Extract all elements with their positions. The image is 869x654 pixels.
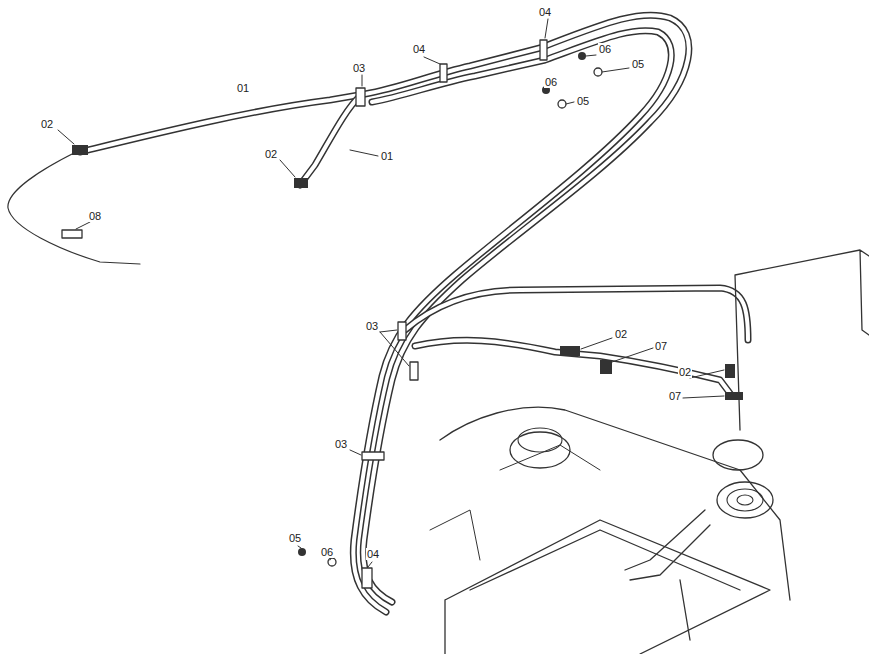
callout-number: 03 (352, 62, 366, 74)
callout-number: 05 (288, 532, 302, 544)
illustration-part (727, 489, 763, 511)
illustration-part (594, 68, 602, 76)
illustration-part (405, 288, 748, 340)
illustration-part (558, 100, 566, 108)
illustration-part (300, 96, 360, 185)
illustration-part (440, 64, 447, 82)
illustration-part (58, 19, 724, 567)
illustration-part (362, 568, 372, 588)
callout-number: 04 (412, 43, 426, 55)
callout-number: 07 (654, 340, 668, 352)
callout-number: 01 (236, 82, 250, 94)
callout-number: 06 (598, 43, 612, 55)
callout-number: 04 (538, 6, 552, 18)
illustration-part (725, 364, 735, 378)
illustration-part (540, 40, 547, 60)
illustration-part (80, 15, 689, 602)
illustration-part (410, 362, 418, 380)
callout-number: 03 (365, 320, 379, 332)
illustration-part (735, 250, 869, 430)
illustration-part (294, 178, 308, 188)
callout-number: 02 (40, 118, 54, 130)
illustration-part (445, 520, 770, 654)
callout-number: 06 (544, 76, 558, 88)
callout-number: 02 (264, 148, 278, 160)
illustration-part (328, 558, 336, 566)
illustration-part (353, 31, 671, 612)
illustration-part (298, 548, 306, 556)
illustration-part (415, 340, 732, 396)
illustration-part (405, 288, 748, 340)
callout-number: 05 (631, 58, 645, 70)
illustration-part (578, 52, 586, 60)
illustration-part (80, 15, 689, 602)
illustration-part (600, 360, 612, 374)
illustration-part (440, 407, 790, 600)
callout-number: 02 (614, 328, 628, 340)
illustration-part (300, 96, 360, 185)
illustration-part (737, 495, 753, 505)
callout-number: 08 (88, 210, 102, 222)
callout-number: 03 (334, 438, 348, 450)
illustration-part (680, 580, 690, 640)
illustration-part (398, 322, 406, 340)
illustration-part (717, 482, 773, 518)
callout-number: 02 (678, 366, 692, 378)
illustration-part (8, 15, 869, 654)
illustration-part (8, 152, 140, 264)
illustration-part (362, 452, 384, 460)
callout-number: 04 (366, 548, 380, 560)
illustration-part (353, 31, 671, 612)
illustration-part (415, 340, 732, 396)
illustration-part (430, 445, 600, 560)
callout-number: 05 (576, 95, 590, 107)
illustration-part (518, 428, 562, 452)
callout-number: 06 (320, 546, 334, 558)
callout-number: 07 (668, 390, 682, 402)
illustration-part (72, 145, 88, 155)
illustration-part (625, 510, 710, 580)
illustration-part (725, 392, 743, 400)
illustration-part (356, 88, 365, 106)
illustration-part (560, 346, 580, 356)
illustration-part (62, 230, 82, 238)
illustration-part (713, 440, 763, 470)
callout-number: 01 (380, 150, 394, 162)
